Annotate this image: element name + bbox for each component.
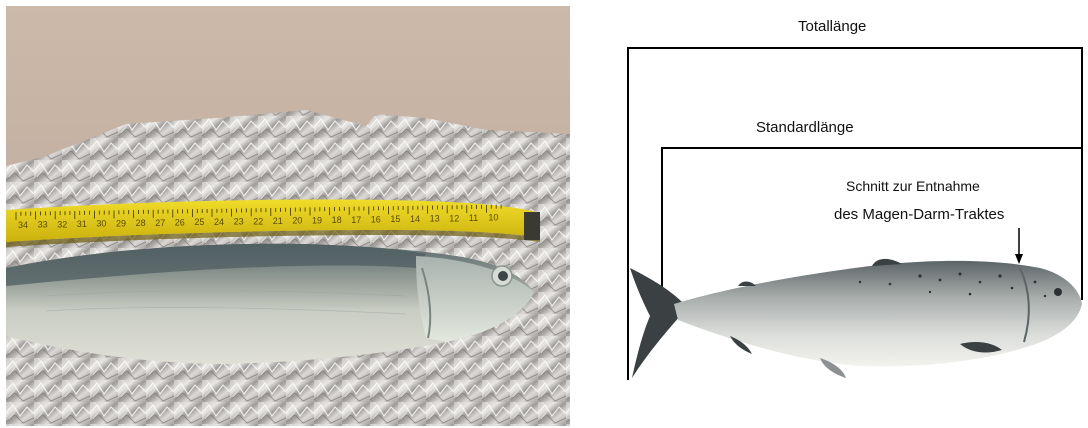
cut-label-line1: Schnitt zur Entnahme <box>846 178 980 194</box>
tape-number: 32 <box>57 219 67 229</box>
tape-number: 12 <box>449 213 459 223</box>
standard-length-label: Standardlänge <box>756 119 854 136</box>
tape-number: 26 <box>175 217 185 227</box>
cut-label-line2: des Magen-Darm-Traktes <box>834 206 1004 223</box>
tape-number: 13 <box>430 214 440 224</box>
length-diagram: Totallänge Standardlänge Schnitt zur Ent… <box>620 0 1088 428</box>
tape-number: 21 <box>273 216 283 226</box>
tape-number: 16 <box>371 215 381 225</box>
tape-number: 17 <box>351 215 361 225</box>
tape-number: 18 <box>332 215 342 225</box>
total-length-label: Totallänge <box>798 18 866 35</box>
tape-number: 29 <box>116 218 126 228</box>
tape-number: 33 <box>38 220 48 230</box>
tape-number: 20 <box>292 216 302 226</box>
tape-number: 11 <box>469 213 478 223</box>
tape-number: 22 <box>253 216 263 226</box>
foil-and-fish-illustration: 34 33 32 31 30 29 28 27 26 25 24 23 22 21 20 19 18 17 16 15… <box>6 6 570 426</box>
tape-number: 10 <box>488 213 498 223</box>
tape-number: 28 <box>136 218 146 228</box>
tape-number: 27 <box>155 218 165 228</box>
fish-photo: 34 33 32 31 30 29 28 27 26 25 24 23 22 21 20 19 18 17 16 15… <box>6 6 570 426</box>
tape-number: 14 <box>410 214 420 224</box>
tape-number: 31 <box>77 219 87 229</box>
tape-number: 25 <box>194 217 204 227</box>
tape-number: 34 <box>18 220 28 230</box>
tape-number: 24 <box>214 217 224 227</box>
salmon-illustration <box>630 259 1082 378</box>
tape-number: 30 <box>96 219 106 229</box>
tape-number: 19 <box>312 215 322 225</box>
tape-number: 23 <box>234 217 244 227</box>
tape-number: 15 <box>390 214 400 224</box>
